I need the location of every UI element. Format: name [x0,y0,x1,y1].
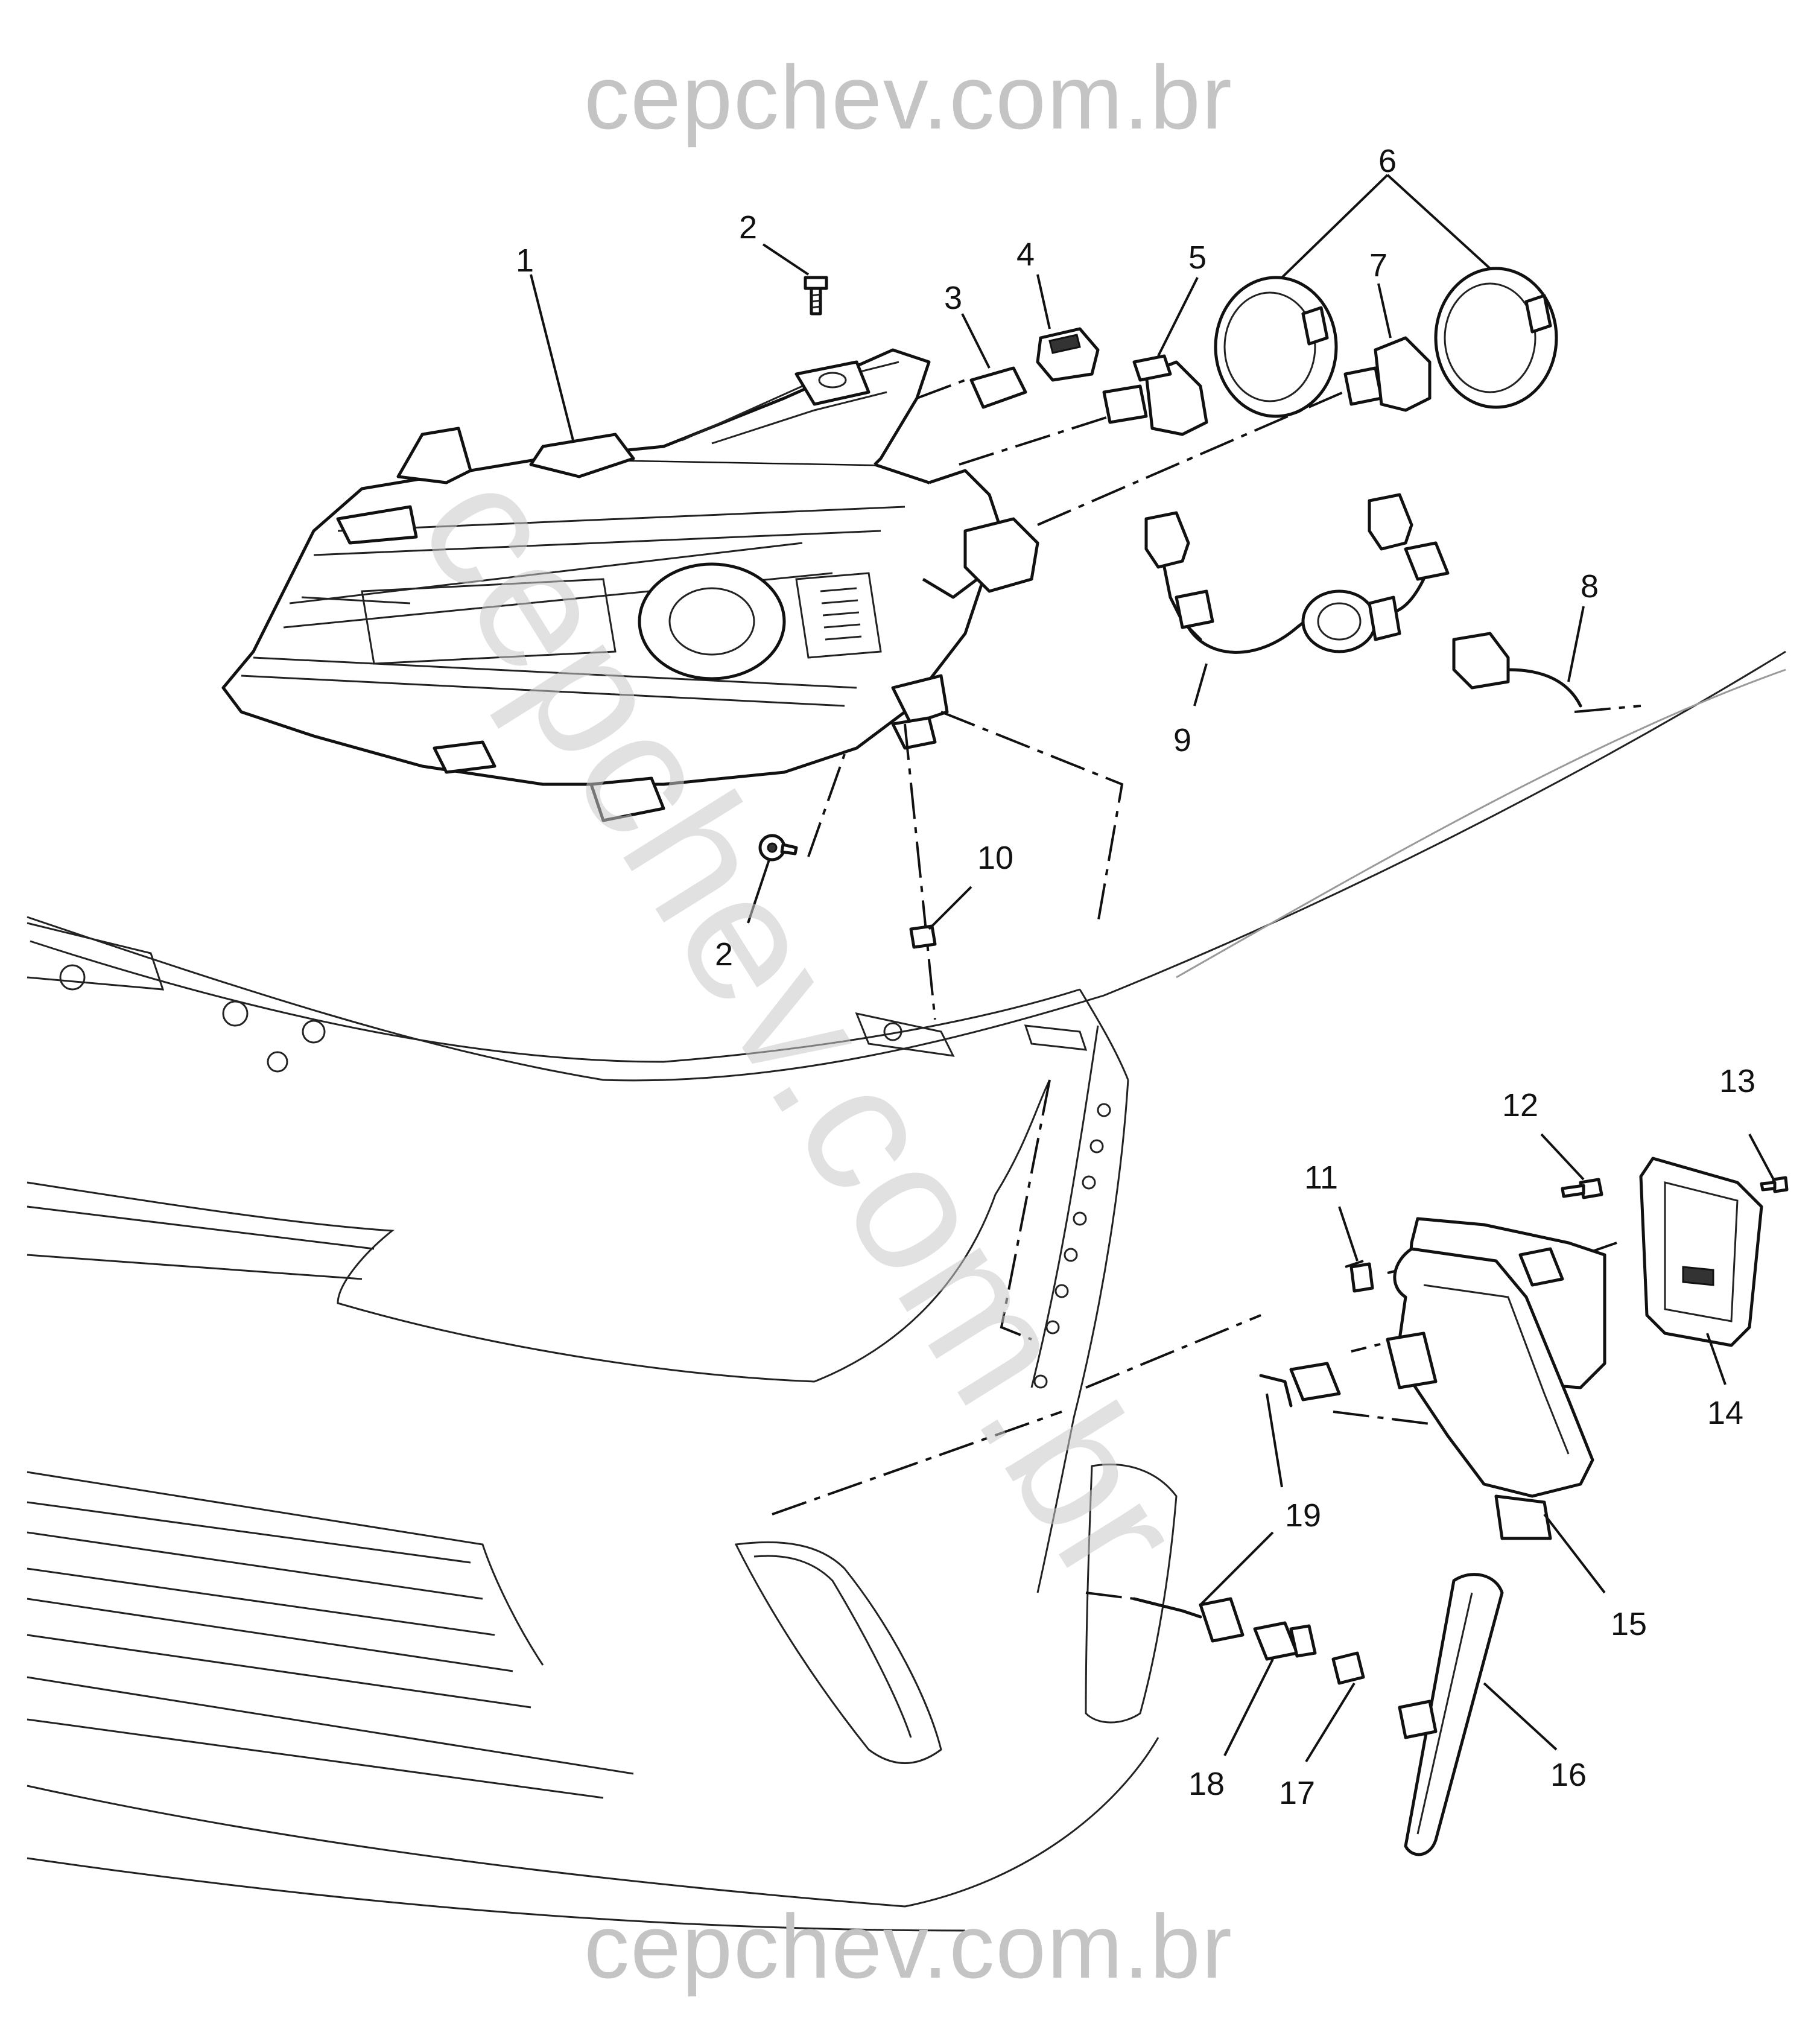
callout-9: 9 [1173,722,1191,758]
nut-clip [909,924,937,949]
headlamp-harness [1144,493,1450,654]
callout-11: 11 [1304,1160,1338,1196]
callout-10: 10 [977,840,1013,876]
lamp-control-module [1639,1157,1763,1347]
callout-2-bottom: 2 [715,936,733,973]
callout-5: 5 [1188,240,1207,276]
park-lamp-socket [1036,327,1100,382]
screw-top [804,276,828,316]
watermark-bottom: cepchev.com.br [584,1896,1233,1997]
callout-12: 12 [1502,1087,1538,1123]
side-marker-bulb [1331,1651,1365,1685]
callout-3: 3 [944,280,962,316]
module-screw [1561,1178,1603,1199]
assembly-lines [772,325,1641,1600]
dust-cap-right [1434,267,1558,409]
watermark-top: cepchev.com.br [584,46,1233,148]
low-beam-bulb [1102,354,1208,436]
side-marker-socket [1253,1621,1317,1661]
side-marker-connector [1132,1597,1245,1643]
fog-lamp-assembly [1386,1217,1606,1540]
callout-16: 16 [1550,1757,1587,1793]
callout-15: 15 [1611,1606,1647,1642]
callout-13: 13 [1719,1063,1755,1099]
callout-8: 8 [1581,568,1599,605]
callout-18: 18 [1188,1766,1225,1802]
callout-2-top: 2 [739,209,757,246]
high-beam-bulb [1343,336,1432,412]
harness-connector [1452,632,1582,708]
fog-lamp-pigtail [1259,1362,1341,1408]
callout-14: 14 [1707,1395,1743,1431]
fog-clip [1349,1262,1374,1293]
callout-7: 7 [1369,247,1387,284]
dust-cap-left [1214,276,1338,418]
headlamp-assembly [221,348,1039,822]
callout-6: 6 [1378,143,1397,179]
front-bumper-fascia [27,650,1786,1932]
callout-4: 4 [1016,236,1035,273]
callout-17: 17 [1279,1775,1315,1811]
callout-1: 1 [516,243,534,279]
module-screw-small [1760,1176,1789,1193]
park-lamp-bulb [969,366,1027,409]
leader-lines [530,174,1775,1763]
callout-19: 19 [1285,1497,1321,1534]
callout-labels: 1 2 2 3 4 5 6 7 8 9 10 11 12 13 14 15 16… [516,143,1755,1811]
screw-bottom [758,834,798,862]
side-marker-lamp [1398,1573,1504,1856]
